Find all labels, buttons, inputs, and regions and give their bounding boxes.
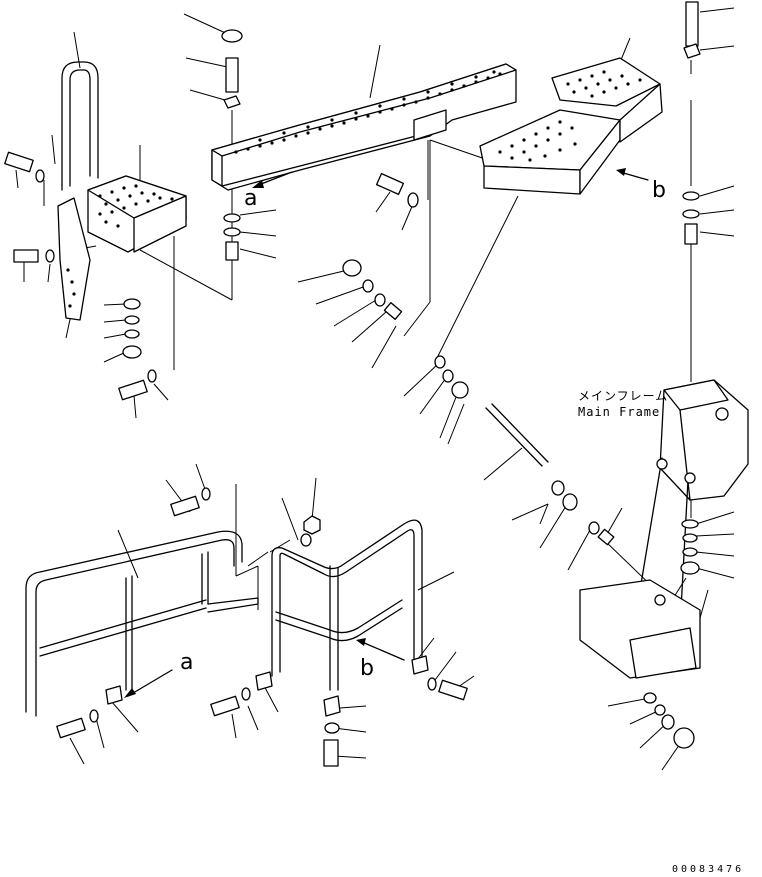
nut (680, 561, 700, 575)
spacer (383, 302, 403, 320)
plate-washer (223, 95, 241, 109)
nut (303, 515, 321, 535)
washer (427, 677, 437, 691)
bolt (13, 249, 39, 263)
bolt (685, 1, 699, 47)
clamp (411, 655, 429, 675)
clamp (255, 671, 273, 691)
frame-fasteners (643, 519, 700, 749)
main-frame-label-en: Main Frame (578, 405, 661, 419)
spacer (225, 241, 239, 261)
washer (223, 213, 241, 223)
nut (342, 259, 362, 277)
washer (682, 533, 698, 543)
left-step-assembly (57, 61, 187, 321)
nut (123, 298, 141, 310)
nut (434, 355, 446, 369)
washer (124, 315, 140, 325)
washer (682, 191, 700, 201)
main-frame (579, 379, 749, 679)
arrow-head-icon (356, 638, 366, 646)
spacer (684, 223, 698, 245)
washer (407, 192, 419, 208)
spacer (597, 528, 615, 546)
rod (485, 407, 543, 467)
washer (124, 329, 140, 339)
arrow-head-icon (124, 688, 136, 698)
clamp (323, 695, 341, 717)
reference-label-b-lower: b (360, 656, 374, 681)
reference-label-b-upper: b (652, 178, 666, 203)
long-step-assembly (211, 63, 517, 191)
washer (362, 279, 374, 293)
plate-washer (683, 43, 701, 59)
washer (201, 487, 211, 501)
washer (147, 369, 157, 383)
handrail-left (25, 487, 273, 739)
top-fasteners (221, 1, 701, 261)
reference-label-a-upper: a (244, 186, 258, 211)
washer (324, 722, 340, 734)
washer (451, 381, 469, 399)
nut (643, 692, 657, 704)
right-step-assembly (479, 57, 663, 195)
bolt (210, 695, 240, 717)
main-frame-label-jp: メインフレーム (578, 389, 669, 403)
bolt (56, 717, 86, 739)
arrow-head-icon (252, 180, 264, 188)
center-fasteners (342, 259, 615, 546)
washer (654, 704, 666, 716)
washer (588, 521, 600, 535)
washer (661, 714, 675, 730)
bolt (118, 379, 148, 401)
washer (223, 227, 241, 237)
arrow-head-icon (616, 168, 626, 176)
washer (682, 547, 698, 557)
left-step-holes (66, 184, 174, 308)
bolt (225, 57, 239, 93)
drawing-number: 00083476 (672, 864, 745, 875)
washer (300, 533, 312, 547)
washer (45, 249, 55, 263)
washer (241, 687, 251, 701)
clamp (105, 685, 123, 705)
handrail-right (271, 515, 468, 767)
nut (122, 345, 142, 359)
right-step-holes (498, 70, 642, 162)
direction-arrows (124, 168, 649, 698)
washer (374, 293, 386, 307)
bolt (438, 679, 468, 701)
washer (89, 709, 99, 723)
reference-label-a-lower: a (180, 650, 194, 675)
washer (35, 169, 45, 183)
bolt (4, 151, 34, 173)
washer (681, 519, 699, 529)
left-fasteners (4, 151, 157, 401)
washer (442, 369, 454, 383)
leader-lines (15, 7, 735, 771)
cap-plug (221, 29, 243, 43)
step-holes (234, 70, 502, 154)
bolt (375, 172, 405, 196)
bolt (323, 739, 339, 767)
bolt (170, 495, 200, 517)
washer (673, 727, 695, 749)
washer (562, 493, 578, 511)
washer (682, 209, 700, 219)
washer (551, 480, 565, 496)
